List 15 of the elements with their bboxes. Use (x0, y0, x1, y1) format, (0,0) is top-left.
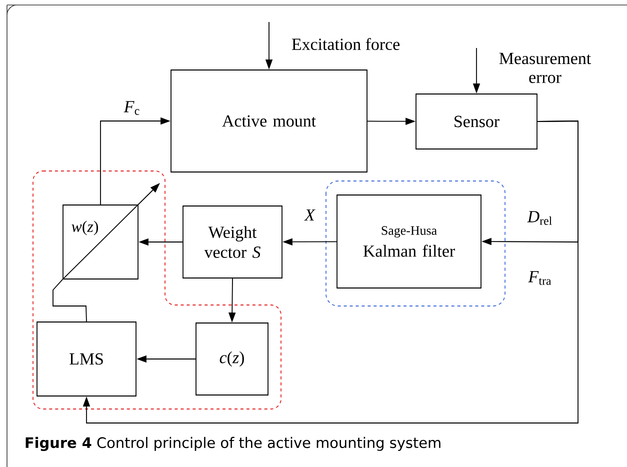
edge-label: Measurement error (499, 52, 591, 84)
edge-label: D$_{rel}$ (527, 211, 552, 225)
arrow (82, 120, 578, 424)
edge-label: X (304, 209, 316, 221)
process-box: Sensor (416, 94, 538, 150)
filter-box: w(z) (62, 204, 138, 280)
edge-label: Excitation force (292, 38, 400, 50)
process-box: Sage-Husa Kalman filter (336, 194, 482, 288)
filter-box: c(z) (196, 322, 268, 396)
edge-label: F$_{tra}$ (528, 271, 552, 285)
process-box: LMS (36, 322, 136, 396)
process-box: Active mount (170, 70, 368, 172)
caption: Figure 4 Control principle of the active mounting system (26, 436, 440, 452)
process-box: Weight vector S (182, 206, 282, 278)
edge-label: F$_{c}$ (124, 101, 140, 115)
